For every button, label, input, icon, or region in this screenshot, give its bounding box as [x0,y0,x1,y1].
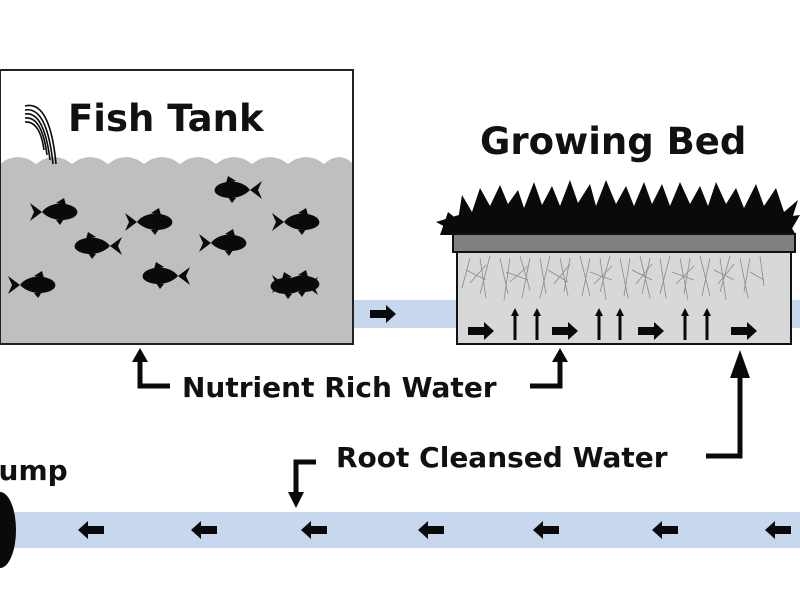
arrow-down-icon [288,492,304,508]
pump: Pump [0,454,68,568]
plant-foliage-icon [436,180,800,235]
bed-outlet-pipe [792,300,800,328]
feed-pipe [353,300,458,328]
nutrient-rich-water-callout: Nutrient Rich Water [132,348,568,404]
callout-bracket-right [706,370,743,459]
growing-bed-label: Growing Bed [480,120,746,163]
pump-label: Pump [0,454,68,487]
root-cleansed-water-label: Root Cleansed Water [336,441,668,474]
callout-bracket-left [137,358,170,389]
grow-tray [452,233,796,253]
fish-tank-label: Fish Tank [68,97,265,140]
pump-icon [0,492,16,568]
root-cleansed-water-callout: Root Cleansed Water [288,350,750,508]
nutrient-rich-water-label: Nutrient Rich Water [182,371,497,404]
growing-bed: Growing Bed [436,120,800,345]
water-surface [0,157,353,344]
arrow-up-icon [730,350,750,378]
callout-bracket-left [293,459,316,496]
arrow-up-icon [552,348,568,362]
fish-tank: Fish Tank [0,69,354,345]
water-stream-icon [24,104,57,165]
return-pipe [0,512,800,548]
arrow-up-icon [132,348,148,362]
callout-bracket-right [530,358,563,389]
plant-roots-icon [461,255,765,301]
